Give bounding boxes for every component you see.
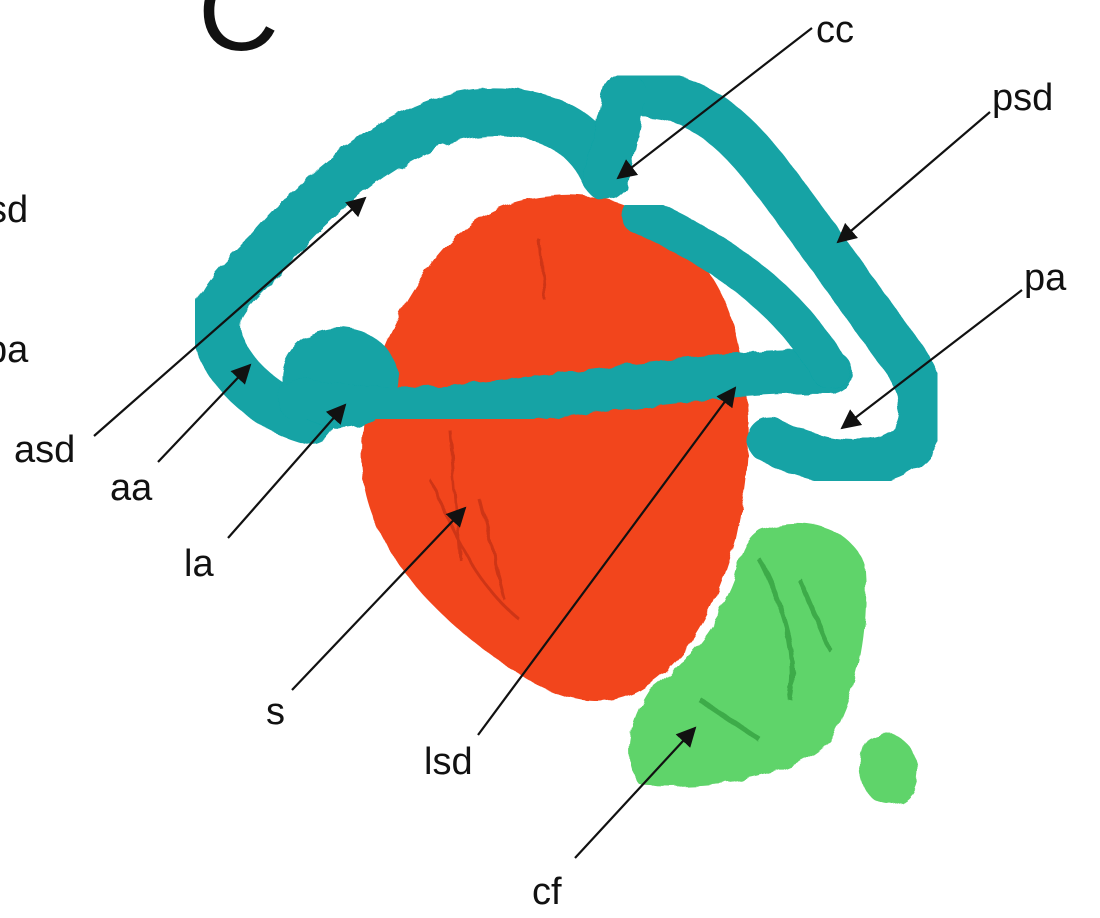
panel-letter: C xyxy=(198,0,279,74)
label-pa-cutoff: pa xyxy=(0,329,29,371)
label-lsd: lsd xyxy=(424,741,473,783)
label-pa: pa xyxy=(1024,257,1067,299)
label-s: s xyxy=(266,691,285,733)
cf-fragment xyxy=(860,733,918,804)
common-crus xyxy=(605,95,625,178)
label-psd: psd xyxy=(992,77,1053,119)
label-aa: aa xyxy=(110,467,153,509)
leader-aa xyxy=(158,365,250,462)
label-sd-cutoff: sd xyxy=(0,189,28,231)
label-asd: asd xyxy=(14,429,75,471)
label-la: la xyxy=(184,543,214,585)
leader-psd xyxy=(838,112,990,242)
label-cc: cc xyxy=(816,9,854,51)
label-cf: cf xyxy=(532,871,562,913)
